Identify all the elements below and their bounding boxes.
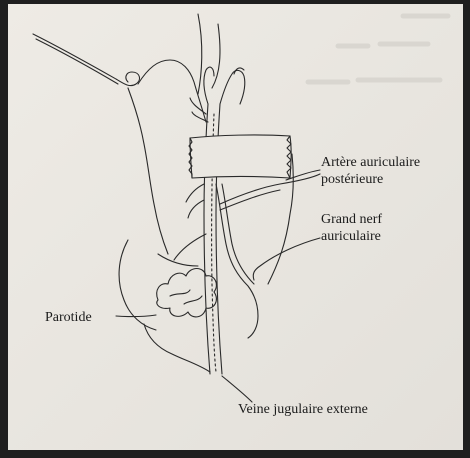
label-grand-nerf-line-2: auriculaire	[321, 228, 382, 245]
anatomy-figure: Artère auriculaire postérieure Grand ner…	[8, 4, 463, 450]
label-artere-line-2: postérieure	[321, 171, 420, 188]
retracted-tissue-block	[190, 135, 291, 178]
label-parotide: Parotide	[45, 309, 92, 326]
label-artere-auriculaire: Artère auriculaire postérieure	[321, 154, 420, 188]
label-grand-nerf-line-1: Grand nerf	[321, 211, 382, 228]
label-veine-jugulaire: Veine jugulaire externe	[238, 401, 368, 418]
anatomy-drawing	[8, 4, 463, 450]
label-grand-nerf: Grand nerf auriculaire	[321, 211, 382, 245]
label-artere-line-1: Artère auriculaire	[321, 154, 420, 171]
